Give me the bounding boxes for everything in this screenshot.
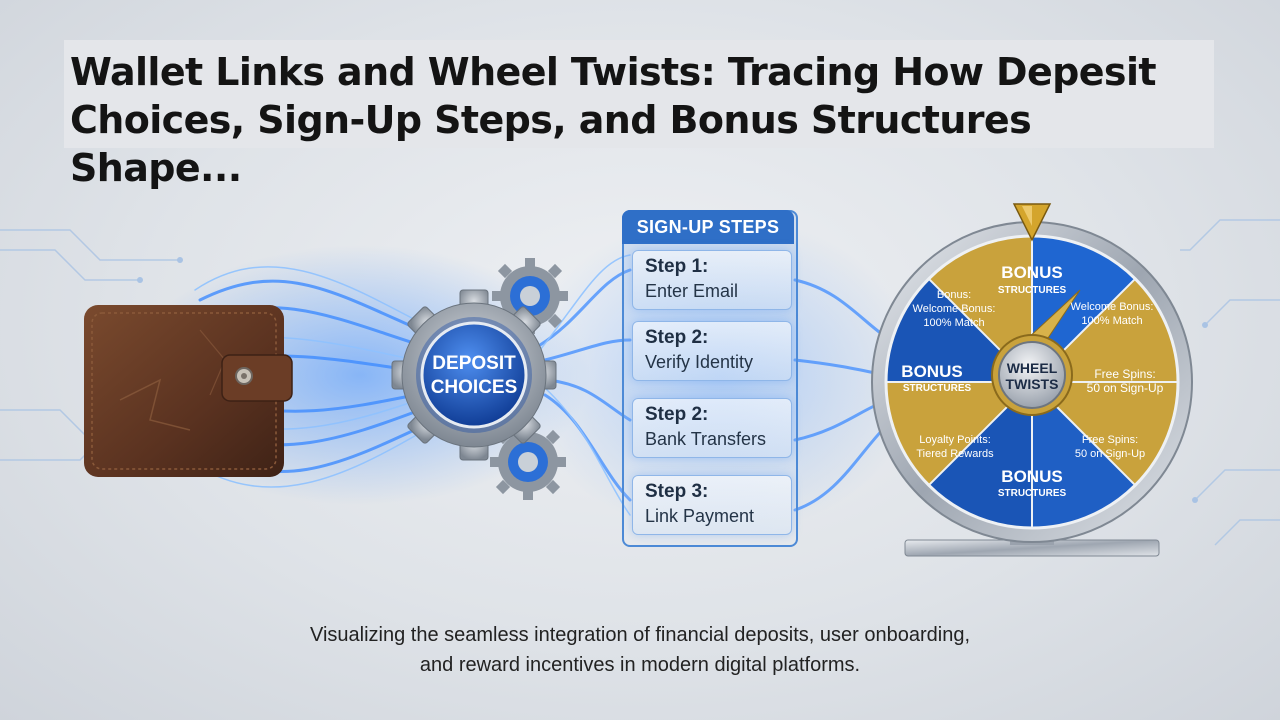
step-label: Link Payment <box>645 506 755 526</box>
wheel-top-sublabel: STRUCTURES <box>998 285 1067 296</box>
wheel-upper-left-2: Welcome Bonus: <box>913 303 996 315</box>
page-title: Wallet Links and Wheel Twists: Tracing H… <box>70 50 1157 190</box>
wheel-lower-left-1: Loyalty Points: <box>919 434 991 446</box>
gear-label-line2: CHOICES <box>431 377 518 398</box>
title-band <box>64 40 1214 148</box>
step-number: Step 2: <box>645 327 709 348</box>
small-gear-top-icon <box>492 258 568 334</box>
step-card-1[interactable]: Step 1: Enter Email <box>632 250 792 310</box>
wheel-lower-left-2: Tiered Rewards <box>916 448 994 460</box>
wheel-upper-left-1: Bonus: <box>937 289 971 301</box>
wheel-right-2: 50 on Sign-Up <box>1087 381 1164 395</box>
wheel-upper-right-1: Welcome Bonus: <box>1071 301 1154 313</box>
wheel-lower-right-1: Free Spins: <box>1082 434 1138 446</box>
gear-label-line1: DEPOSIT <box>432 353 516 374</box>
wallet-icon <box>84 305 293 477</box>
step-label: Verify Identity <box>645 352 754 372</box>
step-label: Bank Transfers <box>645 429 767 449</box>
wheel-bottom-sublabel: STRUCTURES <box>998 488 1067 499</box>
wheel-left-label: BONUS <box>901 362 962 381</box>
wheel-hub <box>991 334 1073 416</box>
step-number: Step 2: <box>645 404 709 425</box>
wheel-right-1: Free Spins: <box>1094 367 1155 381</box>
wheel-left-sublabel: STRUCTURES <box>903 383 972 394</box>
small-gear-bottom-icon <box>490 424 566 500</box>
caption-line-1: Visualizing the seamless integration of … <box>309 624 971 646</box>
step-number: Step 1: <box>645 256 709 277</box>
caption-line-2: and reward incentives in modern digital … <box>419 654 861 676</box>
gear-icon <box>391 289 557 461</box>
signup-steps-header: SIGN-UP STEPS <box>622 210 794 244</box>
wheel-hub-line2: TWISTS <box>1006 376 1059 392</box>
step-card-3[interactable]: Step 2: Bank Transfers <box>632 398 792 458</box>
caption: Visualizing the seamless integration of … <box>200 620 1080 680</box>
step-card-2[interactable]: Step 2: Verify Identity <box>632 321 792 381</box>
wheel-pointer-icon <box>1012 203 1052 242</box>
wheel-hub-line1: WHEEL <box>1007 360 1058 376</box>
wheel-top-label: BONUS <box>1001 263 1062 282</box>
wheel-upper-left-3: 100% Match <box>923 317 984 329</box>
step-card-4[interactable]: Step 3: Link Payment <box>632 475 792 535</box>
step-number: Step 3: <box>645 481 709 502</box>
wheel-upper-right-2: 100% Match <box>1081 315 1142 327</box>
wheel-bottom-label: BONUS <box>1001 467 1062 486</box>
step-label: Enter Email <box>645 281 739 301</box>
wheel-lower-right-2: 50 on Sign-Up <box>1075 448 1145 460</box>
